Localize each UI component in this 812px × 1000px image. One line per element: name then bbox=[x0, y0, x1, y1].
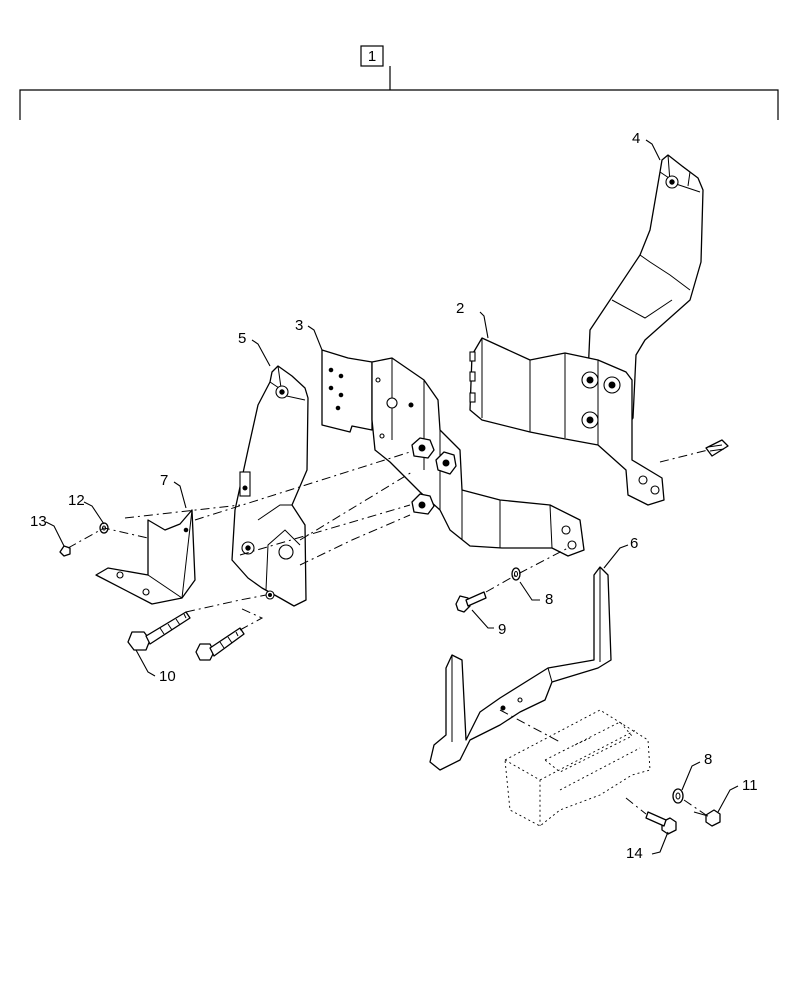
part-3-center-bracket bbox=[321, 349, 585, 557]
callout-14: 14 bbox=[626, 845, 643, 862]
assembly-lines bbox=[67, 449, 709, 816]
assembly-bracket: 1 bbox=[19, 45, 779, 120]
callout-8-lower: 8 bbox=[704, 751, 712, 768]
part-10-long-bolt bbox=[127, 611, 191, 651]
bolt-lower-left bbox=[195, 627, 245, 661]
callout-12: 12 bbox=[68, 492, 85, 509]
part-11-bolt bbox=[693, 809, 721, 827]
part-13-screw bbox=[59, 545, 71, 557]
callout-9: 9 bbox=[498, 621, 506, 638]
callout-labels: 2 3 4 5 6 7 8 8 9 10 11 12 13 14 bbox=[30, 130, 758, 862]
part-2-mounting-plate bbox=[469, 337, 665, 506]
counterweight-reference bbox=[504, 709, 651, 827]
callout-4: 4 bbox=[632, 130, 640, 147]
callout-6: 6 bbox=[630, 535, 638, 552]
callout-5: 5 bbox=[238, 330, 246, 347]
callout-3: 3 bbox=[295, 317, 303, 334]
part-14-bolt bbox=[645, 811, 677, 835]
part-5-left-arm bbox=[231, 365, 309, 607]
callout-2: 2 bbox=[456, 300, 464, 317]
part-8-washer-upper bbox=[511, 567, 521, 581]
part-4-upper-arm bbox=[587, 154, 704, 426]
bolt-right-plate bbox=[705, 439, 729, 457]
callout-10: 10 bbox=[159, 668, 176, 685]
assembly-callout-1: 1 bbox=[368, 48, 376, 65]
part-7-angle-bracket bbox=[95, 509, 196, 605]
callout-7: 7 bbox=[160, 472, 168, 489]
callout-11: 11 bbox=[742, 777, 758, 794]
part-6-lower-bracket bbox=[429, 566, 612, 771]
part-9-bolt bbox=[455, 591, 487, 613]
leader-lines bbox=[45, 139, 739, 855]
callout-8-upper: 8 bbox=[545, 591, 553, 608]
callout-13: 13 bbox=[30, 513, 47, 530]
part-8-washer-lower bbox=[672, 788, 684, 804]
